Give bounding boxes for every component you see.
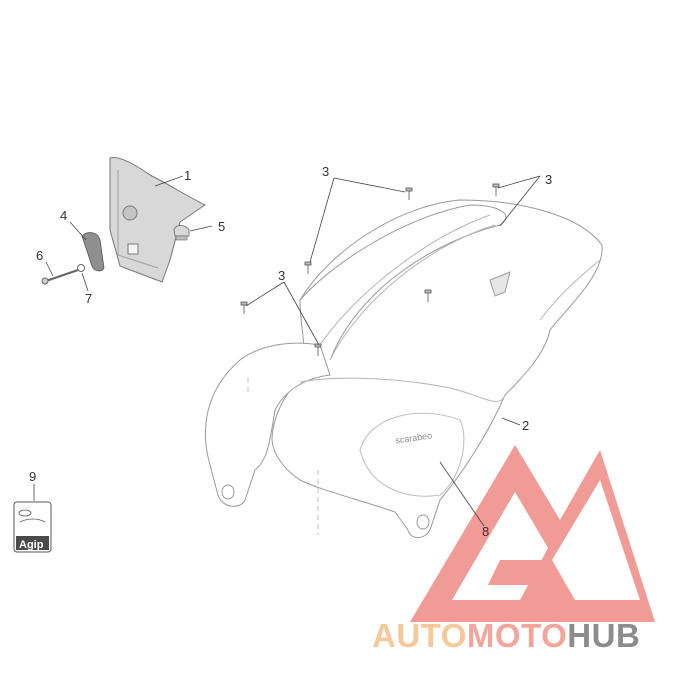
callout-label: 7 xyxy=(85,291,92,306)
leader-lines xyxy=(33,175,541,527)
bolt-part xyxy=(41,269,79,285)
watermark-wordmark: AUTOMOTOHUB xyxy=(372,617,640,655)
callout-label: 4 xyxy=(60,208,67,223)
wordmark-auto: AUTO xyxy=(372,617,467,654)
watermark-logo-icon xyxy=(410,445,655,622)
wordmark-hub: HUB xyxy=(567,617,641,654)
callout-label: 3 xyxy=(322,164,329,179)
screw-icon xyxy=(240,301,248,314)
grommet-part xyxy=(173,225,190,241)
screw-parts xyxy=(240,183,500,356)
callout-label: 9 xyxy=(29,469,36,484)
callout-label: 2 xyxy=(522,418,529,433)
screw-icon xyxy=(492,183,500,196)
leg-shield-body xyxy=(205,199,603,538)
screw-icon xyxy=(304,261,312,274)
screw-icon xyxy=(424,289,432,302)
clip-part xyxy=(81,232,105,272)
callout-label: 3 xyxy=(545,172,552,187)
agip-sticker xyxy=(13,501,52,553)
callout-label: 5 xyxy=(218,219,225,234)
callout-label: 1 xyxy=(184,168,191,183)
cover-panel xyxy=(109,157,206,283)
wordmark-moto: MOTO xyxy=(466,617,568,654)
callout-label: 6 xyxy=(36,248,43,263)
axis-guide-lines xyxy=(247,378,319,535)
sticker-brand-text: Agip xyxy=(19,539,44,551)
callout-label: 8 xyxy=(482,524,489,539)
screw-icon xyxy=(405,187,413,200)
washer-part xyxy=(77,264,85,272)
callout-label: 3 xyxy=(278,268,285,283)
